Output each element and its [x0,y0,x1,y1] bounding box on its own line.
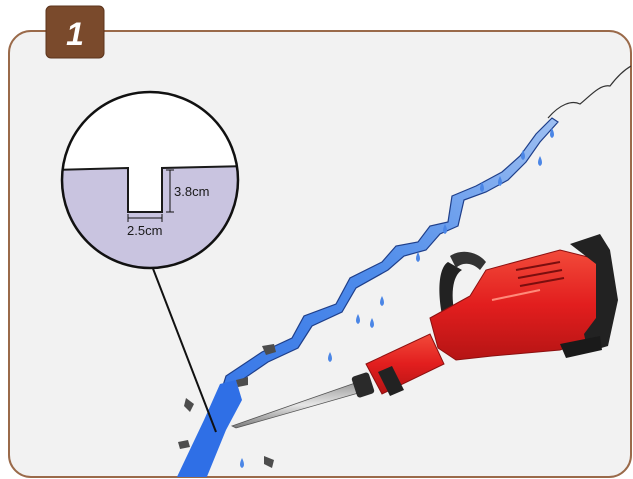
groove-cross-section: 3.8cm 2.5cm [60,90,240,270]
water-drop-icon [538,156,542,166]
water-channel-lower [176,380,242,477]
water-drop-icon [498,176,502,186]
concrete-chip-icon [262,344,276,355]
concrete-chip-icon [184,398,194,412]
concrete-chip-icon [236,377,248,387]
water-drop-icon [416,252,420,262]
water-drop-icon [380,296,384,306]
concrete-chip-icon [178,440,190,449]
step-number: 1 [66,16,84,52]
concrete-chip-icon [264,456,274,468]
detail-leader-line [151,265,217,433]
depth-label: 3.8cm [174,184,209,199]
water-drop-icon [370,318,374,328]
water-drop-icon [550,128,554,138]
step-badge: 1 [45,5,105,59]
wall-crack-line [547,65,631,119]
debris-chips [178,344,276,468]
water-drops [240,128,554,468]
water-drop-icon [240,458,244,468]
water-drop-icon [443,224,447,234]
water-drop-icon [328,352,332,362]
water-drop-icon [356,314,360,324]
water-drop-icon [480,182,484,192]
water-channel [179,117,559,477]
demolition-hammer-icon [230,234,618,429]
water-drop-icon [521,150,525,160]
width-label: 2.5cm [127,223,162,238]
